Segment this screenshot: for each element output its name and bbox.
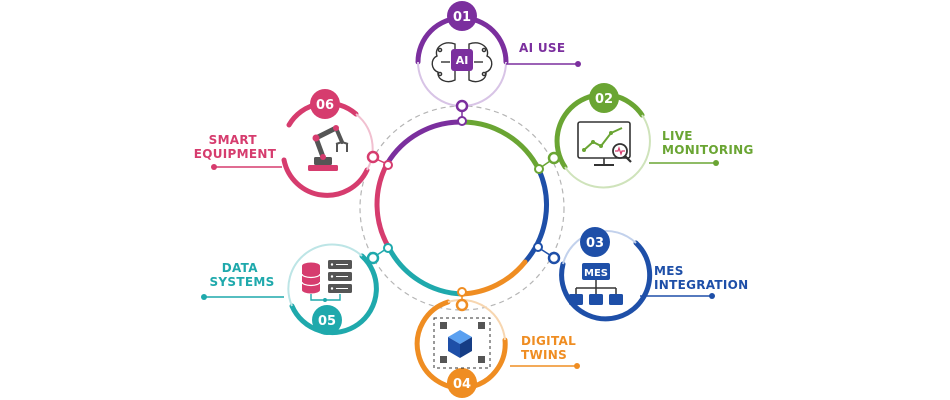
ai-brain-icon bbox=[431, 42, 493, 83]
step-02-ring-node bbox=[534, 164, 544, 174]
step-02-connector-knob bbox=[547, 151, 561, 165]
step-05-ring-arc-light bbox=[287, 243, 363, 307]
step-04-ring-arc bbox=[414, 299, 508, 391]
step-04: 04 DIGITAL TWINS bbox=[414, 287, 581, 398]
robot-arm-icon bbox=[308, 125, 349, 171]
ai-chip bbox=[451, 49, 473, 71]
step-01-connector-knob bbox=[455, 99, 469, 113]
step-01-ring-node bbox=[457, 116, 467, 126]
ring-segment-green bbox=[459, 119, 542, 173]
step-05-label-line-2: SYSTEMS bbox=[209, 275, 274, 289]
step-03-ring-arc bbox=[559, 240, 653, 322]
step-01-number: 01 bbox=[453, 10, 471, 25]
step-02-leader-dot bbox=[713, 160, 719, 166]
ring-segment-pink bbox=[374, 161, 392, 251]
step-03-leader-dot bbox=[709, 293, 715, 299]
step-03: 03 MES MES INTEGRATION bbox=[533, 227, 749, 322]
step-05-ring-node bbox=[383, 243, 393, 253]
monitor-chart-icon bbox=[577, 121, 632, 166]
ring-segment-blue bbox=[522, 167, 549, 265]
dashed-orbit-ring bbox=[359, 105, 565, 311]
step-06: 06 SMART EQUIPMENT bbox=[194, 89, 393, 198]
step-06-ring-node bbox=[383, 160, 393, 170]
step-06-label-line-1: SMART bbox=[209, 133, 258, 147]
step-04-number-badge bbox=[447, 368, 477, 398]
step-02-label-line-2: MONITORING bbox=[662, 143, 754, 157]
step-02-ring-arc bbox=[554, 92, 645, 170]
step-05-number: 05 bbox=[318, 314, 336, 329]
step-06-label: SMART EQUIPMENT bbox=[194, 133, 277, 161]
step-06-number-badge bbox=[310, 89, 340, 119]
step-01-number-badge bbox=[447, 1, 477, 31]
step-04-connector-knob bbox=[455, 298, 469, 312]
step-04-label-line-1: DIGITAL bbox=[521, 334, 576, 348]
step-04-leader-dot bbox=[574, 363, 580, 369]
step-05-ring-arc bbox=[289, 253, 379, 335]
step-02-number-badge bbox=[589, 83, 619, 113]
step-05: 05 DATA SYSTEMS bbox=[201, 243, 393, 335]
mes-box-text: MES bbox=[584, 268, 608, 279]
step-03-label: MES INTEGRATION bbox=[654, 264, 749, 292]
step-03-ring-node bbox=[533, 242, 543, 252]
step-04-number: 04 bbox=[453, 377, 471, 392]
step-05-leader-dot bbox=[201, 294, 207, 300]
step-03-number: 03 bbox=[586, 236, 604, 251]
ai-chip-text: AI bbox=[456, 54, 469, 67]
step-06-leader-dot bbox=[211, 164, 217, 170]
cube-network-icon bbox=[433, 317, 491, 369]
step-02-ring-arc-light bbox=[564, 114, 651, 189]
step-03-label-line-1: MES bbox=[654, 264, 684, 278]
ring-segment-teal bbox=[386, 245, 465, 297]
step-05-label-line-1: DATA bbox=[222, 261, 258, 275]
step-05-connector-knob bbox=[366, 251, 380, 265]
step-02-number: 02 bbox=[595, 92, 613, 107]
step-03-number-badge bbox=[580, 227, 610, 257]
step-04-label: DIGITAL TWINS bbox=[521, 334, 581, 362]
step-05-number-badge bbox=[312, 305, 342, 335]
step-01-label-line-1: AI USE bbox=[519, 41, 565, 55]
step-01-label: AI USE bbox=[519, 41, 565, 55]
step-04-label-line-2: TWINS bbox=[521, 348, 567, 362]
step-05-label: DATA SYSTEMS bbox=[209, 261, 274, 289]
step-06-ring-arc-light bbox=[355, 113, 374, 171]
step-01-leader-dot bbox=[575, 61, 581, 67]
step-06-ring-arc-2 bbox=[281, 157, 370, 198]
step-02: 02 LIVE MONITORING bbox=[534, 83, 754, 189]
step-03-label-line-2: INTEGRATION bbox=[654, 278, 749, 292]
step-01: 01 AI AI USE bbox=[415, 1, 581, 126]
step-06-label-line-2: EQUIPMENT bbox=[194, 147, 277, 161]
step-02-label-line-1: LIVE bbox=[662, 129, 693, 143]
ring-segment-purple bbox=[384, 119, 465, 167]
cycle-ring bbox=[374, 119, 549, 297]
database-server-icon bbox=[301, 260, 352, 302]
step-03-connector-knob bbox=[547, 251, 561, 265]
mes-hierarchy-icon: MES bbox=[569, 263, 623, 305]
step-06-connector-knob bbox=[366, 150, 380, 164]
step-04-ring-arc-light bbox=[447, 299, 506, 341]
step-04-ring-node bbox=[457, 287, 467, 297]
step-02-label: LIVE MONITORING bbox=[662, 129, 754, 157]
ring-segment-orange bbox=[459, 259, 528, 297]
step-06-number: 06 bbox=[316, 98, 334, 113]
